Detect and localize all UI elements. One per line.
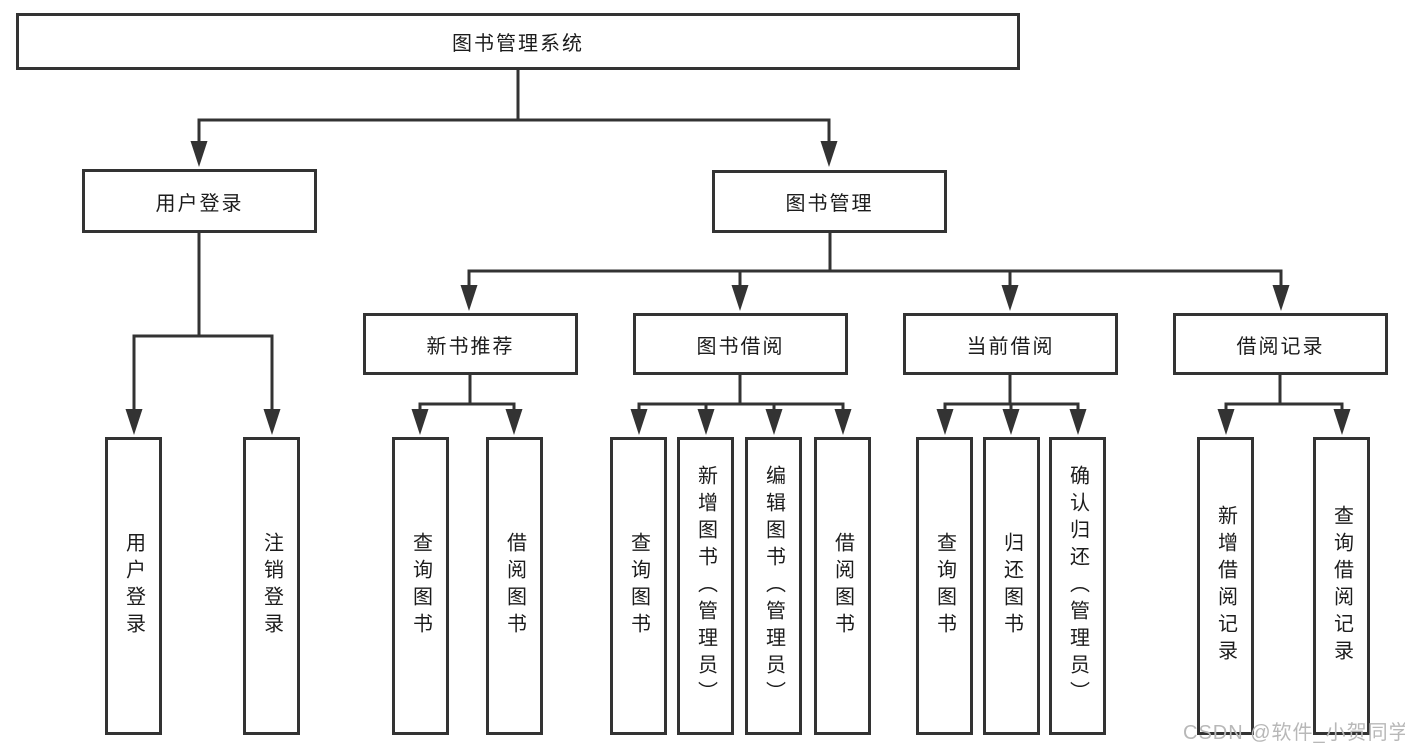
leaf-box-return-books: 归还图书 — [983, 437, 1040, 735]
leaf-label-add-borrow-record: 新增借阅记录 — [1214, 505, 1237, 667]
node-box-user-login: 用户登录 — [82, 169, 317, 233]
leaf-box-user-login: 用户登录 — [105, 437, 162, 735]
leaf-box-add-borrow-record: 新增借阅记录 — [1197, 437, 1254, 735]
leaf-label-query-books-recommend: 查询图书 — [409, 532, 432, 640]
node-box-book-management: 图书管理 — [712, 170, 947, 233]
node-box-new-book-recommend: 新书推荐 — [363, 313, 578, 375]
leaf-label-edit-books-admin: 编辑图书（管理员） — [762, 464, 785, 708]
leaf-box-query-books-current: 查询图书 — [916, 437, 973, 735]
node-label-new-book-recommend: 新书推荐 — [426, 335, 515, 358]
node-label-borrow-records: 借阅记录 — [1236, 335, 1325, 358]
node-label-current-borrowing: 当前借阅 — [966, 335, 1055, 358]
leaf-box-borrow-books: 借阅图书 — [814, 437, 871, 735]
node-label-book-borrowing: 图书借阅 — [696, 335, 785, 358]
leaf-box-edit-books-admin: 编辑图书（管理员） — [745, 437, 802, 735]
node-box-current-borrowing: 当前借阅 — [903, 313, 1118, 375]
leaf-label-return-books: 归还图书 — [1000, 532, 1023, 640]
leaf-label-borrow-books: 借阅图书 — [831, 532, 854, 640]
leaf-label-add-books-admin: 新增图书（管理员） — [694, 464, 717, 708]
leaf-label-query-books-current: 查询图书 — [933, 532, 956, 640]
csdn-watermark: CSDN @软件_小贺同学 — [1183, 722, 1405, 744]
node-box-book-borrowing: 图书借阅 — [633, 313, 848, 375]
leaf-label-user-login: 用户登录 — [122, 532, 145, 640]
leaf-box-logout: 注销登录 — [243, 437, 300, 735]
leaf-label-confirm-return-admin: 确认归还（管理员） — [1066, 464, 1089, 708]
leaf-box-add-books-admin: 新增图书（管理员） — [677, 437, 734, 735]
leaf-box-query-books-borrowing: 查询图书 — [610, 437, 667, 735]
leaf-label-query-books-borrowing: 查询图书 — [627, 532, 650, 640]
node-label-library-system: 图书管理系统 — [452, 33, 584, 55]
node-box-library-system: 图书管理系统 — [16, 13, 1020, 70]
leaf-label-logout: 注销登录 — [260, 532, 283, 640]
node-label-book-management: 图书管理 — [785, 193, 874, 215]
leaf-box-query-books-recommend: 查询图书 — [392, 437, 449, 735]
leaf-box-confirm-return-admin: 确认归还（管理员） — [1049, 437, 1106, 735]
leaf-label-query-borrow-record: 查询借阅记录 — [1330, 505, 1353, 667]
leaf-label-borrow-books-recommend: 借阅图书 — [503, 532, 526, 640]
leaf-box-query-borrow-record: 查询借阅记录 — [1313, 437, 1370, 735]
leaf-box-borrow-books-recommend: 借阅图书 — [486, 437, 543, 735]
node-box-borrow-records: 借阅记录 — [1173, 313, 1388, 375]
node-label-user-login: 用户登录 — [155, 192, 244, 215]
